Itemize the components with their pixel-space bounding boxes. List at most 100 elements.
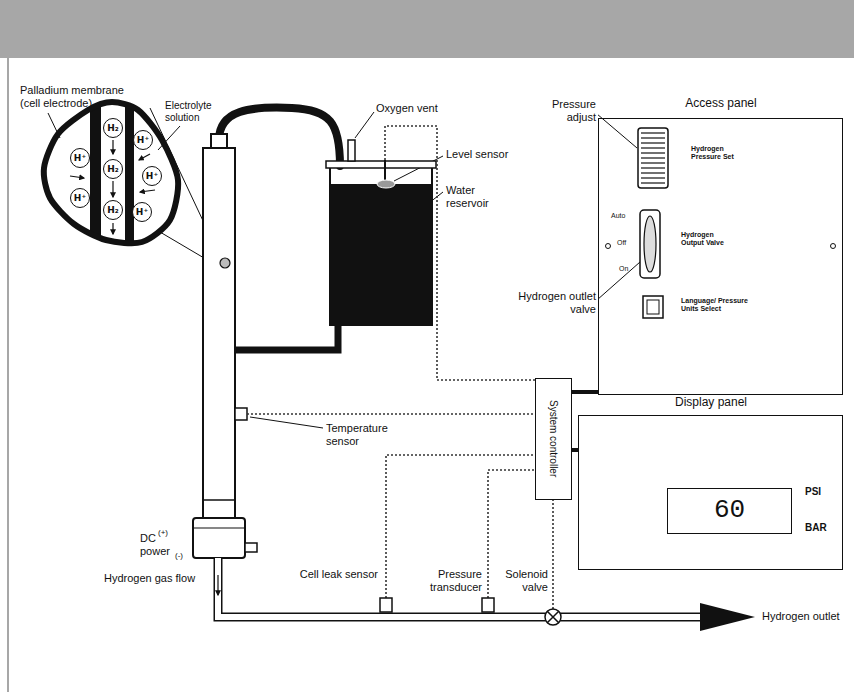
water-reservoir-part	[377, 180, 395, 188]
magnified-membrane-part	[70, 176, 84, 178]
magnified-membrane-part-part	[125, 90, 134, 255]
node-text: Auto	[611, 212, 637, 220]
leader-lines-part	[48, 113, 60, 138]
water-reservoir-part	[326, 161, 436, 168]
ion-circle: H⁺	[70, 188, 90, 208]
part-label: Water reservoir	[446, 184, 506, 209]
access-panel-controls-part	[606, 244, 611, 249]
hydrogen-pipe	[218, 558, 755, 631]
water-reservoir-part	[235, 325, 338, 350]
water-reservoir-part	[330, 165, 432, 325]
access-panel-controls-part-part	[641, 162, 665, 163]
part-label: Hydrogen outlet	[762, 610, 848, 623]
part-label: Pressure adjust	[530, 98, 598, 123]
magnified-membrane-part	[44, 102, 178, 243]
part-label: Hydrogen outlet valve	[514, 290, 598, 315]
sensor-wires-part	[385, 126, 535, 380]
node-text: H₂	[107, 164, 118, 174]
ion-circle: H₂	[103, 118, 123, 138]
access-panel-controls-part-part	[641, 137, 665, 138]
node-text: H⁺	[136, 207, 148, 217]
part-label: Temperature sensor	[326, 422, 416, 447]
access-panel-controls-part-part	[641, 147, 665, 148]
controller-box: System controller	[535, 378, 572, 500]
access-panel-controls-part	[644, 216, 656, 272]
node-text: BAR	[805, 522, 835, 534]
access-panel-controls-part-part	[641, 182, 665, 183]
access-panel-controls-part-part	[641, 177, 665, 178]
part-label: Palladium membrane (cell electrode)	[20, 84, 138, 109]
hydrogen-pipe-part	[700, 603, 755, 631]
header-bar-part	[0, 0, 854, 58]
node-text: Off	[617, 239, 637, 247]
leader-lines-part	[158, 126, 180, 150]
electrolysis-cell-part	[193, 518, 245, 558]
electrolysis-cell-part	[219, 108, 340, 166]
ion-circle: H⁺	[133, 130, 153, 150]
node-text: H⁺	[137, 135, 149, 145]
electrolysis-cell	[193, 108, 340, 558]
access-panel-controls-part	[647, 300, 659, 314]
panel-box: Access panelHydrogen Pressure SetAutoOff…	[598, 118, 843, 395]
magnified-membrane-part	[112, 140, 113, 154]
water-reservoir-part	[348, 140, 355, 161]
sensor-wires-part	[552, 500, 554, 609]
magnified-membrane-part	[112, 223, 113, 234]
electrolysis-cell-part	[203, 148, 235, 520]
panel-title: Access panel	[661, 97, 781, 111]
node-text: PSI	[805, 486, 835, 498]
water-reservoir-part	[330, 184, 432, 325]
magnified-membrane-part-part	[90, 90, 101, 255]
magnified-membrane-part	[90, 90, 134, 255]
hydrogen-pipe-part	[380, 598, 392, 612]
part-label: DC power	[140, 532, 174, 557]
sensor-wires-part	[247, 413, 535, 415]
node-text: Hydrogen Output Valve	[681, 231, 725, 247]
ion-circle: H⁺	[70, 148, 90, 168]
part-label: Hydrogen gas flow	[104, 572, 208, 585]
access-panel-controls-part	[638, 128, 668, 188]
node-text: 60	[714, 496, 745, 526]
electrolysis-cell-part	[235, 408, 247, 420]
part-label: (-)	[175, 551, 191, 560]
water-reservoir	[235, 140, 436, 350]
magnified-membrane-part	[139, 154, 150, 160]
display-screen: 60	[667, 488, 792, 534]
access-panel-controls-part-part	[641, 132, 665, 133]
magnified-membrane-part	[44, 102, 178, 243]
magnified-membrane	[44, 90, 221, 268]
node-text: H₂	[107, 123, 118, 133]
part-label: Electrolyte solution	[165, 100, 221, 123]
access-panel-controls-part	[831, 244, 836, 249]
header-bar-part	[7, 58, 9, 692]
panel-box: 60Display panelPSIBAR	[578, 415, 843, 570]
part-label: (+)	[158, 528, 174, 537]
access-panel-controls-part	[640, 210, 660, 278]
panel-title: Display panel	[651, 396, 771, 410]
node-text: H₂	[107, 205, 118, 215]
node-text: H⁺	[74, 193, 86, 203]
access-panel-controls-part-part	[641, 172, 665, 173]
leader-lines-part	[250, 417, 323, 428]
node-text: H⁺	[74, 153, 86, 163]
node-text: On	[619, 265, 639, 273]
access-panel-controls	[606, 128, 836, 318]
ion-circle: H⁺	[132, 202, 152, 222]
node-text: Language/ Pressure Units Select	[681, 297, 761, 313]
sensor-wires	[247, 126, 553, 609]
leader-lines-part	[355, 112, 374, 138]
electrolysis-cell-part	[245, 543, 257, 552]
access-panel-controls-part	[641, 133, 665, 183]
controller-cable	[572, 390, 598, 394]
hydrogen-pipe-part	[217, 575, 218, 595]
access-panel-controls-part-part	[641, 157, 665, 158]
ion-circle: H₂	[103, 200, 123, 220]
node-text: H⁺	[146, 171, 158, 181]
hydrogen-pipe-part	[482, 598, 494, 612]
hydrogen-pipe-part	[218, 558, 704, 617]
part-label: Pressure transducer	[400, 568, 482, 593]
node-text: Hydrogen Pressure Set	[691, 145, 735, 161]
access-panel-controls-part-part	[641, 167, 665, 168]
